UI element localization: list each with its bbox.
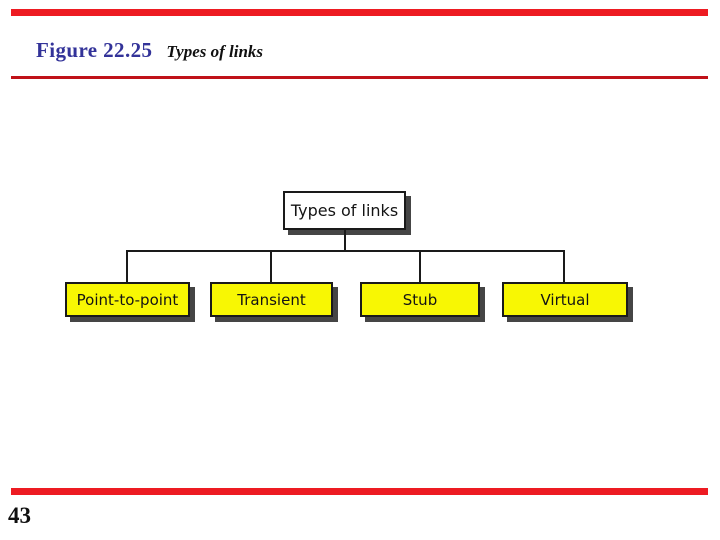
leaf-node-stub: Stub [360, 282, 480, 317]
top-red-bar [11, 9, 708, 16]
figure-title: Types of links [166, 42, 264, 61]
leaf-node-virtual: Virtual [502, 282, 628, 317]
header-rule [11, 76, 708, 79]
root-node: Types of links [283, 191, 406, 230]
leaf-node-label: Virtual [540, 290, 590, 309]
leaf-node-label: Transient [237, 290, 306, 309]
connector-drop-point-to-point [126, 250, 128, 282]
connector-drop-stub [419, 250, 421, 282]
root-node-label: Types of links [290, 201, 399, 220]
page-number: 43 [8, 503, 31, 528]
leaf-node-label: Point-to-point [76, 290, 179, 309]
figure-header: Figure 22.25 Types of links [36, 38, 263, 63]
connector-horizontal [126, 250, 565, 252]
connector-drop-transient [270, 250, 272, 282]
bottom-red-bar [11, 488, 708, 495]
figure-number: Figure 22.25 [36, 38, 153, 62]
connector-stem [344, 230, 346, 250]
leaf-node-transient: Transient [210, 282, 333, 317]
leaf-node-point-to-point: Point-to-point [65, 282, 190, 317]
connector-drop-virtual [563, 250, 565, 282]
leaf-node-label: Stub [402, 290, 438, 309]
